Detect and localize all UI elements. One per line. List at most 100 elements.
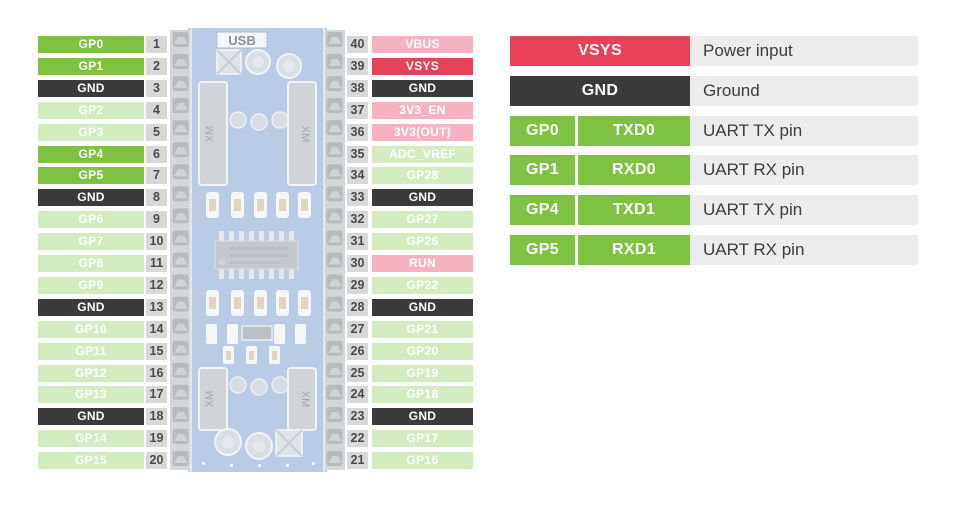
pin-label-left: GP4 (38, 146, 144, 163)
pin-label-left: GP0 (38, 36, 144, 53)
pin-label-left: GND (38, 189, 144, 206)
pin-label-left: GP11 (38, 343, 144, 360)
pin-number-right: 23 (347, 408, 368, 425)
pin-label-right: GP28 (372, 167, 473, 184)
legend-pin-cell: GND (510, 76, 690, 106)
legend-function-cell: TXD0 (578, 116, 690, 146)
crystal-label: XM (299, 126, 311, 143)
pin-label-right: GP19 (372, 365, 473, 382)
legend-pin-cell: VSYS (510, 36, 690, 66)
pin-label-right: ADC_VREF (372, 146, 473, 163)
pin-number-left: 14 (146, 321, 167, 338)
pin-number-left: 3 (146, 80, 167, 97)
crystal-top-right: XM (287, 81, 317, 186)
pin-number-right: 30 (347, 255, 368, 272)
pin-label-left: GP14 (38, 430, 144, 447)
pin-label-right: GND (372, 299, 473, 316)
pin-label-left: GP7 (38, 233, 144, 250)
small-caps-bottom (229, 376, 289, 396)
pin-number-right: 32 (347, 211, 368, 228)
pin-label-right: GP21 (372, 321, 473, 338)
header-strip-right (324, 30, 345, 470)
usb-label: USB (228, 33, 255, 48)
center-ic (214, 231, 299, 279)
pin-label-right: GP17 (372, 430, 473, 447)
legend-description: UART TX pin (690, 116, 918, 146)
pin-number-left: 1 (146, 36, 167, 53)
pin-number-right: 24 (347, 386, 368, 403)
pin-number-left: 4 (146, 102, 167, 119)
usb-silkscreen-box (216, 31, 268, 49)
header-strip-left (170, 30, 191, 470)
crystal-bottom-left: XM (198, 367, 228, 431)
board-photo-svg: USB XM XM (170, 28, 345, 472)
pin-label-left: GP10 (38, 321, 144, 338)
pin-label-left: GP8 (38, 255, 144, 272)
pin-number-left: 19 (146, 430, 167, 447)
pin-label-left: GP2 (38, 102, 144, 119)
pin-label-right: GP26 (372, 233, 473, 250)
legend-description: UART TX pin (690, 195, 918, 225)
pin-label-left: GND (38, 408, 144, 425)
pin-number-left: 16 (146, 365, 167, 382)
legend-description: UART RX pin (690, 155, 918, 185)
pin-label-right: GP16 (372, 452, 473, 469)
crystal-label: XM (299, 391, 311, 408)
legend-description: Power input (690, 36, 918, 66)
pin-label-right: GND (372, 80, 473, 97)
pin-label-left: GP12 (38, 365, 144, 382)
pin-number-left: 6 (146, 146, 167, 163)
pin-number-right: 37 (347, 102, 368, 119)
legend-description: UART RX pin (690, 235, 918, 265)
header-pads-right (326, 32, 343, 466)
pin-label-left: GP3 (38, 124, 144, 141)
pin-number-left: 2 (146, 58, 167, 75)
smd-row-top (206, 192, 311, 218)
pin-label-left: GP5 (38, 167, 144, 184)
legend-pin-cell: GP4 (510, 195, 575, 225)
pin-number-right: 26 (347, 343, 368, 360)
top-components (216, 49, 302, 79)
pin-label-left: GND (38, 80, 144, 97)
pin-number-left: 17 (146, 386, 167, 403)
pin-label-left: GP6 (38, 211, 144, 228)
pin-label-left: GP13 (38, 386, 144, 403)
pin-label-right: VSYS (372, 58, 473, 75)
pin-number-left: 15 (146, 343, 167, 360)
crystal-label: XM (204, 391, 216, 408)
pin-label-right: GP20 (372, 343, 473, 360)
pin-label-left: GND (38, 299, 144, 316)
legend-function-cell: RXD1 (578, 235, 690, 265)
pin-number-right: 29 (347, 277, 368, 294)
pin-number-left: 7 (146, 167, 167, 184)
smd-cluster (206, 324, 306, 364)
pin-number-right: 35 (347, 146, 368, 163)
pin-label-right: GP18 (372, 386, 473, 403)
pin-label-right: GP27 (372, 211, 473, 228)
pin-label-right: GP22 (372, 277, 473, 294)
small-caps-top (229, 111, 289, 131)
pin-label-right: GND (372, 189, 473, 206)
pin-number-right: 34 (347, 167, 368, 184)
pin-label-right: 3V3(OUT) (372, 124, 473, 141)
pin-label-right: RUN (372, 255, 473, 272)
pin-number-left: 8 (146, 189, 167, 206)
pin-number-right: 27 (347, 321, 368, 338)
pin-number-right: 31 (347, 233, 368, 250)
legend-pin-cell: GP5 (510, 235, 575, 265)
pin-number-right: 38 (347, 80, 368, 97)
pin-number-left: 9 (146, 211, 167, 228)
crystal-bottom-right: XM (287, 367, 317, 431)
legend-pin-cell: GP1 (510, 155, 575, 185)
board-photo: USB XM XM (170, 28, 345, 472)
pin-number-left: 13 (146, 299, 167, 316)
pin-number-right: 28 (347, 299, 368, 316)
crystal-top-left: XM (198, 81, 228, 186)
pin-number-left: 10 (146, 233, 167, 250)
pin-number-left: 20 (146, 452, 167, 469)
pin-number-right: 40 (347, 36, 368, 53)
pin-label-left: GP9 (38, 277, 144, 294)
bottom-components (202, 428, 315, 467)
legend-function-cell: TXD1 (578, 195, 690, 225)
pin-label-right: GND (372, 408, 473, 425)
